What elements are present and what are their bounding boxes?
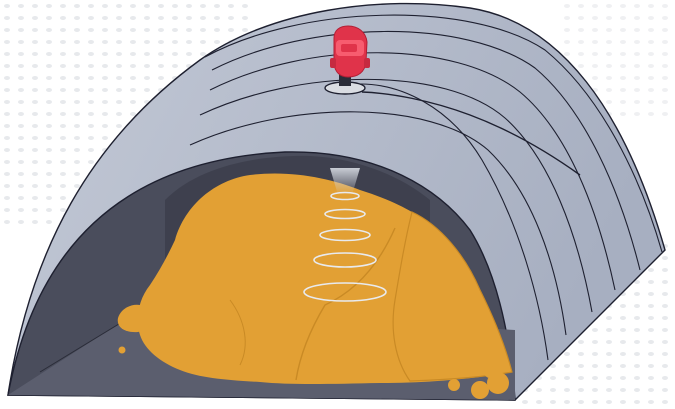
storage-dome-illustration bbox=[0, 0, 675, 409]
dome-diagram-svg bbox=[0, 0, 675, 409]
